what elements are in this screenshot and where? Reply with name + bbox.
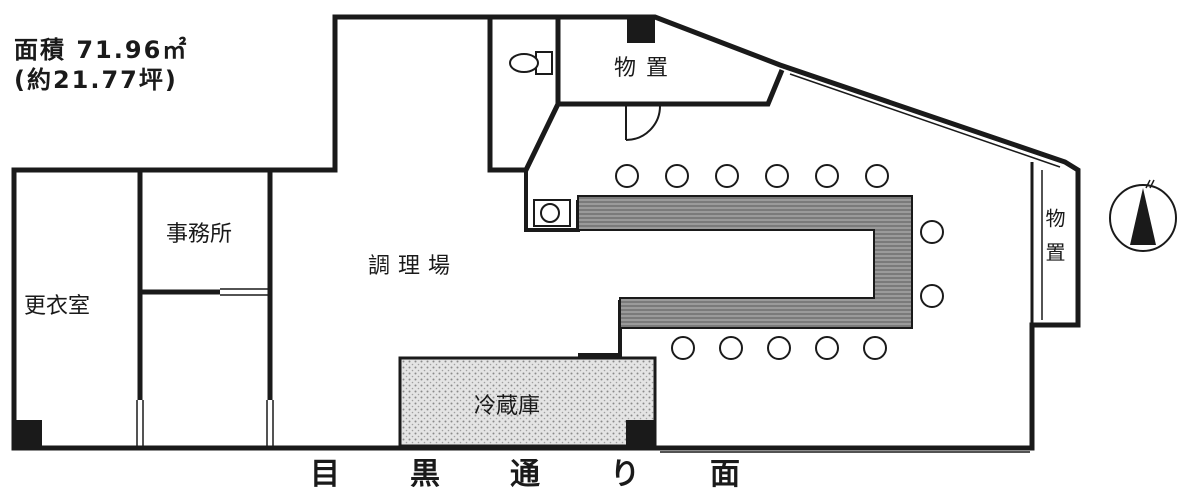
door-swing-icon [625, 105, 661, 141]
street-frontage-label: 目黒通り面 [310, 457, 810, 492]
left-door-gaps [136, 288, 274, 446]
stool-top [865, 164, 889, 188]
stool-bottom [671, 336, 695, 360]
stool-bottom [767, 336, 791, 360]
toilet-room-wall [487, 17, 561, 173]
stool-top [815, 164, 839, 188]
stool-right [920, 284, 944, 308]
left-partitions [137, 170, 273, 400]
outer-wall [11, 14, 1081, 451]
sink-icon [533, 199, 571, 227]
storage-right-label: 物置 [1042, 208, 1066, 276]
refrigerator-box [398, 356, 657, 448]
window-strips [789, 73, 1061, 168]
kitchen-label: 調理場 [368, 254, 459, 279]
floor-area-tsubo-label: (約21.77坪) [14, 66, 178, 94]
stool-bottom [815, 336, 839, 360]
toilet-door [525, 115, 553, 171]
column-fridge [626, 420, 654, 446]
column-bottom-left [16, 420, 42, 446]
stool-group [615, 164, 944, 360]
stool-right [920, 220, 944, 244]
north-arrow-icon [1109, 179, 1177, 252]
storage-top-label: 物置 [614, 56, 679, 81]
stool-top [615, 164, 639, 188]
stool-top [715, 164, 739, 188]
toilet-icon [509, 51, 553, 75]
stool-top [765, 164, 789, 188]
fridge-wall [578, 300, 622, 357]
locker-room-label: 更衣室 [24, 294, 91, 319]
stool-bottom [719, 336, 743, 360]
stool-top [665, 164, 689, 188]
floor-area-label: 面積 71.96㎡ [14, 36, 189, 64]
office-label: 事務所 [166, 222, 233, 247]
bar-counter [577, 195, 913, 329]
refrigerator-label: 冷蔵庫 [474, 394, 541, 419]
stool-bottom [863, 336, 887, 360]
storage-top-wall [558, 69, 785, 107]
column-top [627, 19, 655, 43]
